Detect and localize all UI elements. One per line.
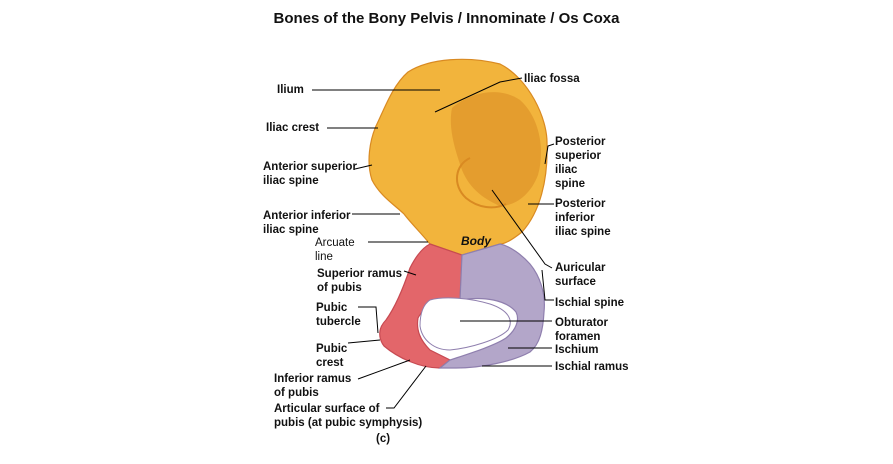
figure-title: Bones of the Bony Pelvis / Innominate / …: [273, 10, 620, 27]
panel-label: (c): [376, 433, 391, 445]
label-superior-ramus: Superior ramus of pubis: [317, 268, 402, 294]
leader-asis: [354, 164, 373, 170]
label-ischium: Ischium: [555, 344, 599, 356]
ischium-region: [438, 243, 545, 369]
leader-pubic-crest: [347, 339, 381, 344]
leader-iliac-fossa: [434, 77, 523, 113]
label-iliac-fossa: Iliac fossa: [524, 73, 580, 85]
leader-inf-ramus: [357, 359, 411, 380]
obturator-foramen-hole: [419, 297, 511, 351]
leader-auricular: [491, 189, 553, 269]
pubis-region: [379, 243, 463, 369]
label-pubic-crest: Pubic crest: [316, 343, 348, 369]
auricular-surface: [456, 157, 507, 209]
label-articular-surface: Articular surface of pubis (at pubic sym…: [274, 403, 423, 429]
label-auricular-surface: Auricular surface: [555, 262, 606, 288]
label-ischial-ramus: Ischial ramus: [555, 361, 629, 373]
label-asis: Anterior superior iliac spine: [263, 161, 357, 187]
leader-psis: [544, 143, 555, 165]
label-ischial-spine: Ischial spine: [555, 297, 625, 309]
leader-pubic-tubercle: [358, 306, 379, 334]
label-psis: Posterior superior iliac spine: [555, 136, 606, 190]
label-ilium: Ilium: [277, 84, 304, 96]
leader-sup-ramus: [403, 270, 417, 276]
label-arcuate-line: Arcuate line: [315, 237, 355, 263]
label-iliac-crest: Iliac crest: [266, 122, 320, 134]
label-aiis: Anterior inferior iliac spine: [263, 210, 351, 236]
label-inferior-ramus: Inferior ramus of pubis: [274, 373, 352, 399]
label-obturator-foramen: Obturator foramen: [555, 317, 609, 343]
leader-ischial-spine: [541, 269, 554, 301]
iliac-fossa-shade: [450, 92, 541, 206]
leader-articular: [386, 365, 427, 409]
label-piis: Posterior inferior iliac spine: [555, 198, 611, 238]
label-body: Body: [461, 234, 491, 248]
label-pubic-tubercle: Pubic tubercle: [316, 302, 361, 328]
